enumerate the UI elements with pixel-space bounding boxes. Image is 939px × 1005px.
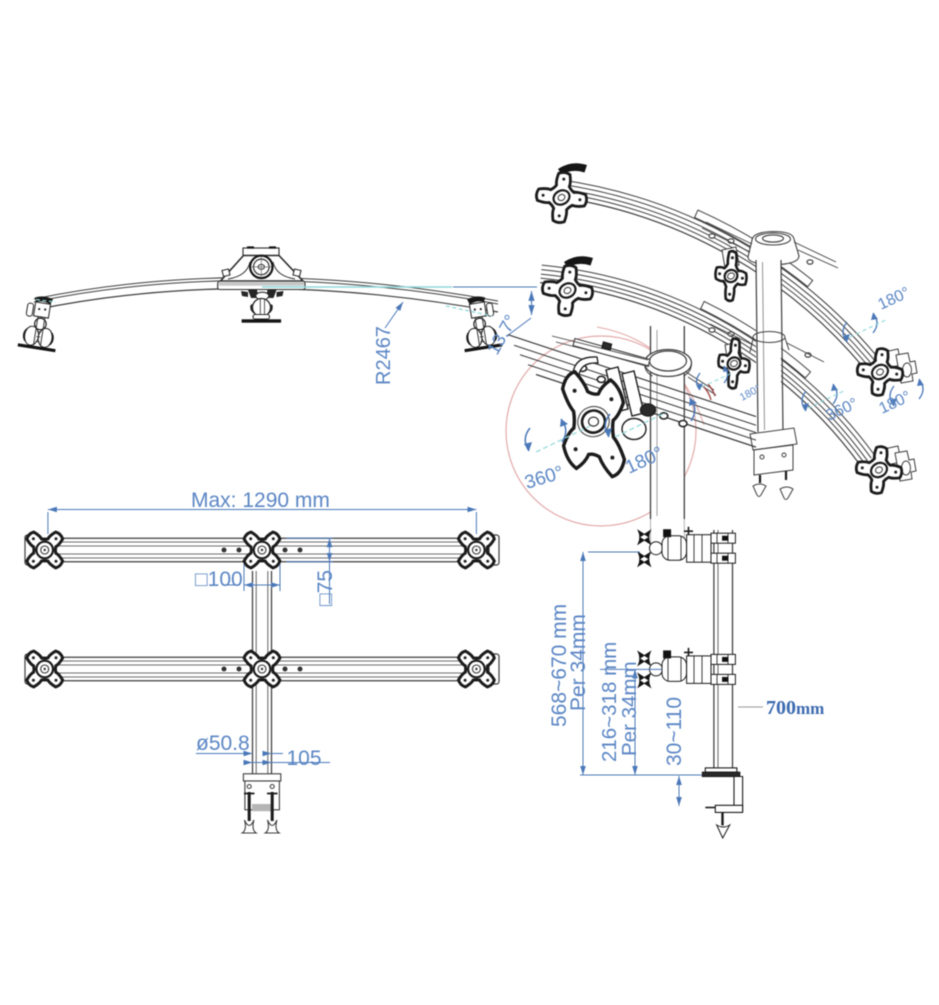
svg-text:□100: □100 [195,568,243,591]
svg-text:Per 34mm: Per 34mm [567,614,590,711]
svg-text:□75: □75 [314,570,337,606]
svg-text:105: 105 [287,747,322,770]
svg-text:Per 34mm: Per 34mm [618,661,641,756]
svg-text:30~110: 30~110 [663,697,686,766]
svg-text:R2467: R2467 [373,326,395,385]
svg-text:568~670 mm: 568~670 mm [548,604,571,727]
svg-text:216~318 mm: 216~318 mm [598,642,621,762]
svg-text:Max: 1290 mm: Max: 1290 mm [191,489,330,512]
svg-text:700mm: 700mm [766,697,824,719]
svg-text:ø50.8: ø50.8 [196,732,250,755]
